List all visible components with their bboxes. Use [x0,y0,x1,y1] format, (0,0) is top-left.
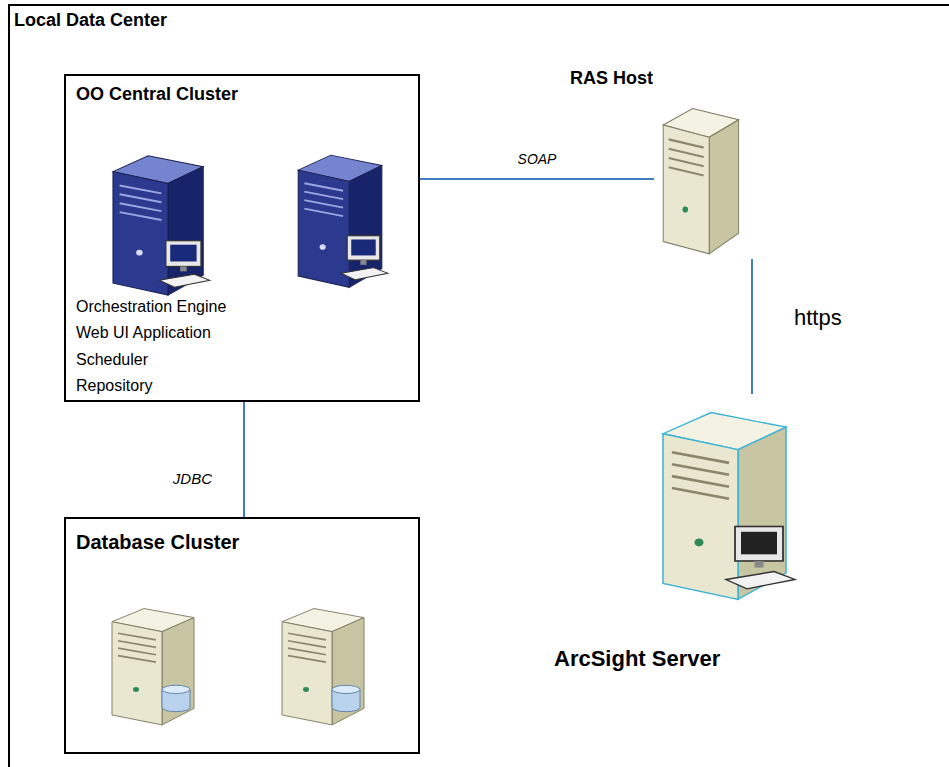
protocol-label: JDBC [171,470,214,487]
cluster-heading: OO Central Cluster [76,84,238,105]
server-icon [102,597,202,729]
server-icon [272,597,372,729]
cluster-heading: Database Cluster [76,531,239,554]
component-name: Scheduler [76,351,148,369]
region-title: Local Data Center [14,10,167,31]
workstation-server-icon [102,142,212,300]
protocol-label: https [792,305,844,331]
server-node: RAS Host [654,94,746,259]
component-name: Orchestration Engine [76,298,226,316]
component-name: Web UI Application [76,324,211,342]
cluster-box: OO Central ClusterOrchestration EngineWe… [64,74,420,402]
connector-line [751,259,753,394]
database-cluster-box: Database Cluster [64,517,420,754]
server-label: RAS Host [570,68,653,89]
connector-line [243,402,245,517]
server-node: ArcSight Server [638,394,806,606]
component-name: Repository [76,377,152,395]
server-icon [654,94,746,259]
workstation-server-icon [288,142,390,292]
data-center-region: Local Data Center OO Central ClusterOrche… [8,4,949,767]
protocol-label: SOAP [516,151,559,167]
connector-line [420,178,654,180]
server-icon [648,394,798,606]
server-label: ArcSight Server [554,646,720,672]
